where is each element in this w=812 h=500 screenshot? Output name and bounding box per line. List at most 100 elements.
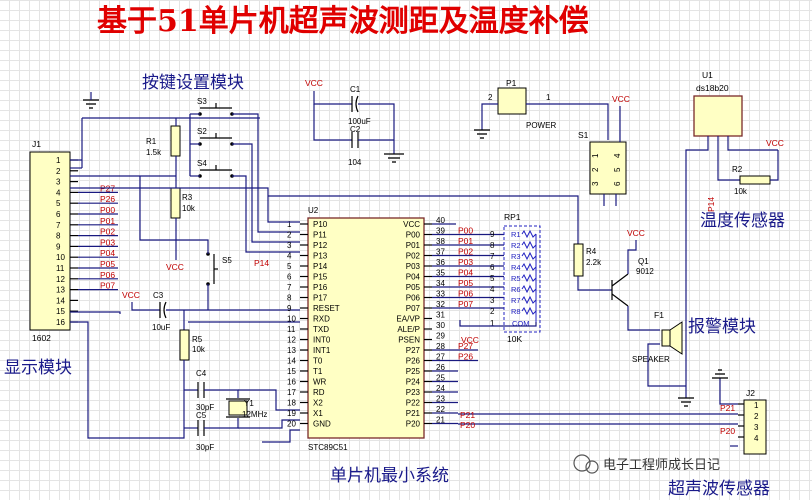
s1-pin-number: 3 [591, 181, 600, 186]
j1-pin-number: 14 [56, 296, 65, 305]
rp1-pin-number: 9 [490, 230, 495, 239]
u2-left-pin-label: P10 [313, 220, 328, 229]
u2-left-pin-number: 7 [287, 283, 292, 292]
c5-value: 30pF [196, 443, 214, 452]
u2-left-pin-number: 14 [287, 357, 296, 366]
s1-pin-number: 1 [591, 153, 600, 158]
u2-right-net-label: P01 [458, 236, 473, 246]
u2-right-pin-label: P04 [406, 273, 421, 282]
u2-right-pin-label: ALE/P [397, 325, 420, 334]
u2-right-pin-number: 27 [436, 353, 445, 362]
u2-right-pin-label: P25 [406, 367, 421, 376]
rp1-pin-number: 5 [490, 274, 495, 283]
u2-left-pin-label: RD [313, 388, 325, 397]
j1-ref: J1 [32, 139, 41, 149]
u2-right-net-label: P02 [458, 247, 473, 257]
u2-right-pin-number: 24 [436, 384, 445, 393]
u2-right-net-label: P06 [458, 289, 473, 299]
rp1-pin-number: 4 [490, 285, 495, 294]
u2-left-pin-label: P16 [313, 283, 328, 292]
u2-right-pin-number: 33 [436, 290, 445, 299]
j2-pin-number: 2 [754, 412, 759, 421]
u2-left-pin-label: INT1 [313, 346, 331, 355]
page-title: 基于51单片机超声波测距及温度补偿 [97, 4, 589, 39]
j2-pin-number: 3 [754, 423, 759, 432]
watermark-text: 电子工程师成长日记 [603, 458, 720, 473]
u2-net-p14: P14 [254, 258, 269, 268]
u2-right-pin-number: 30 [436, 321, 445, 330]
c5-ref: C5 [196, 411, 207, 420]
c3-value: 10uF [152, 323, 170, 332]
u2-right-pin-label: P07 [406, 304, 421, 313]
section-label-temp: 温度传感器 [700, 211, 785, 231]
u2-left-pin-number: 9 [287, 304, 292, 313]
u2-right-pin-label: P26 [406, 357, 421, 366]
p1-pin-1: 1 [546, 93, 551, 102]
u2-left-pin-number: 3 [287, 241, 292, 250]
u2-left-pin-number: 5 [287, 262, 292, 271]
c1-ref: C1 [350, 85, 361, 94]
u2-right-pin-label: P22 [406, 399, 421, 408]
j1-pin-number: 5 [56, 199, 61, 208]
s1-pin-number: 5 [613, 167, 622, 172]
vcc-label-u1: VCC [766, 138, 784, 148]
u2-right-pin-label: P03 [406, 262, 421, 271]
j1-pin-number: 11 [56, 264, 65, 273]
j1-pin-number: 6 [56, 210, 61, 219]
u2-right-pin-number: 32 [436, 300, 445, 309]
rp1-com-pin: 1 [490, 319, 495, 328]
vcc-label-r3: VCC [166, 262, 184, 272]
u2-ref: U2 [308, 206, 319, 215]
resistor-r2 [739, 175, 771, 185]
rp1-resistor-label: R4 [511, 263, 521, 272]
f1-type: SPEAKER [632, 355, 670, 364]
u2-left-pin-number: 13 [287, 346, 296, 355]
vcc-label-q1: VCC [627, 228, 645, 238]
c4-ref: C4 [196, 369, 207, 378]
rp1-pin-number: 8 [490, 241, 495, 250]
s3-ref: S3 [197, 97, 207, 106]
c1-value: 100uF [348, 117, 371, 126]
u2-left-pin-number: 18 [287, 399, 296, 408]
rp1-pin-number: 3 [490, 296, 495, 305]
u2-right-pin-label: P06 [406, 294, 421, 303]
r1-ref: R1 [146, 137, 157, 146]
j1-net-label: P01 [100, 216, 115, 226]
rp1-com-label: COM [512, 319, 530, 328]
u2-right-pin-label: P00 [406, 231, 421, 240]
section-label-ultrasonic: 超声波传感器 [668, 479, 770, 499]
c2-value: 104 [348, 158, 362, 167]
y1-ref: Y1 [244, 399, 254, 408]
u2-left-pin-label: TXD [313, 325, 329, 334]
p1-type: POWER [526, 121, 556, 130]
u2-left-pin-number: 19 [287, 409, 296, 418]
s1-pin-number: 4 [613, 153, 622, 158]
j1-pin-number: 4 [56, 188, 61, 197]
u2-right-pin-number: 39 [436, 227, 445, 236]
rp1-resistor-label: R3 [511, 252, 521, 261]
u2-left-pin-label: P17 [313, 294, 328, 303]
u2-type: STC89C51 [308, 443, 348, 452]
u2-right-pin-number: 36 [436, 258, 445, 267]
j1-pin-number: 3 [56, 178, 61, 187]
j1-pin-number: 13 [56, 286, 65, 295]
j1-net-label: P00 [100, 205, 115, 215]
j1-net-label: P26 [100, 194, 115, 204]
u2-left-pin-number: 10 [287, 315, 296, 324]
u2-left-pin-number: 6 [287, 273, 292, 282]
u2-right-pin-number: 28 [436, 342, 445, 351]
rp1-resistor-label: R1 [511, 230, 521, 239]
u2-right-pin-number: 34 [436, 279, 445, 288]
section-label-mcu: 单片机最小系统 [330, 466, 449, 486]
u2-left-pin-label: X1 [313, 409, 323, 418]
u2-right-pin-label: VCC [403, 220, 420, 229]
j1-pin-number: 12 [56, 275, 65, 284]
rp1-pin-number: 6 [490, 263, 495, 272]
j1-net-label: P03 [100, 237, 115, 247]
rp1-resistor-label: R8 [511, 307, 521, 316]
j1-type: 1602 [32, 333, 51, 343]
u2-right-pin-number: 23 [436, 395, 445, 404]
r4-ref: R4 [586, 247, 597, 256]
